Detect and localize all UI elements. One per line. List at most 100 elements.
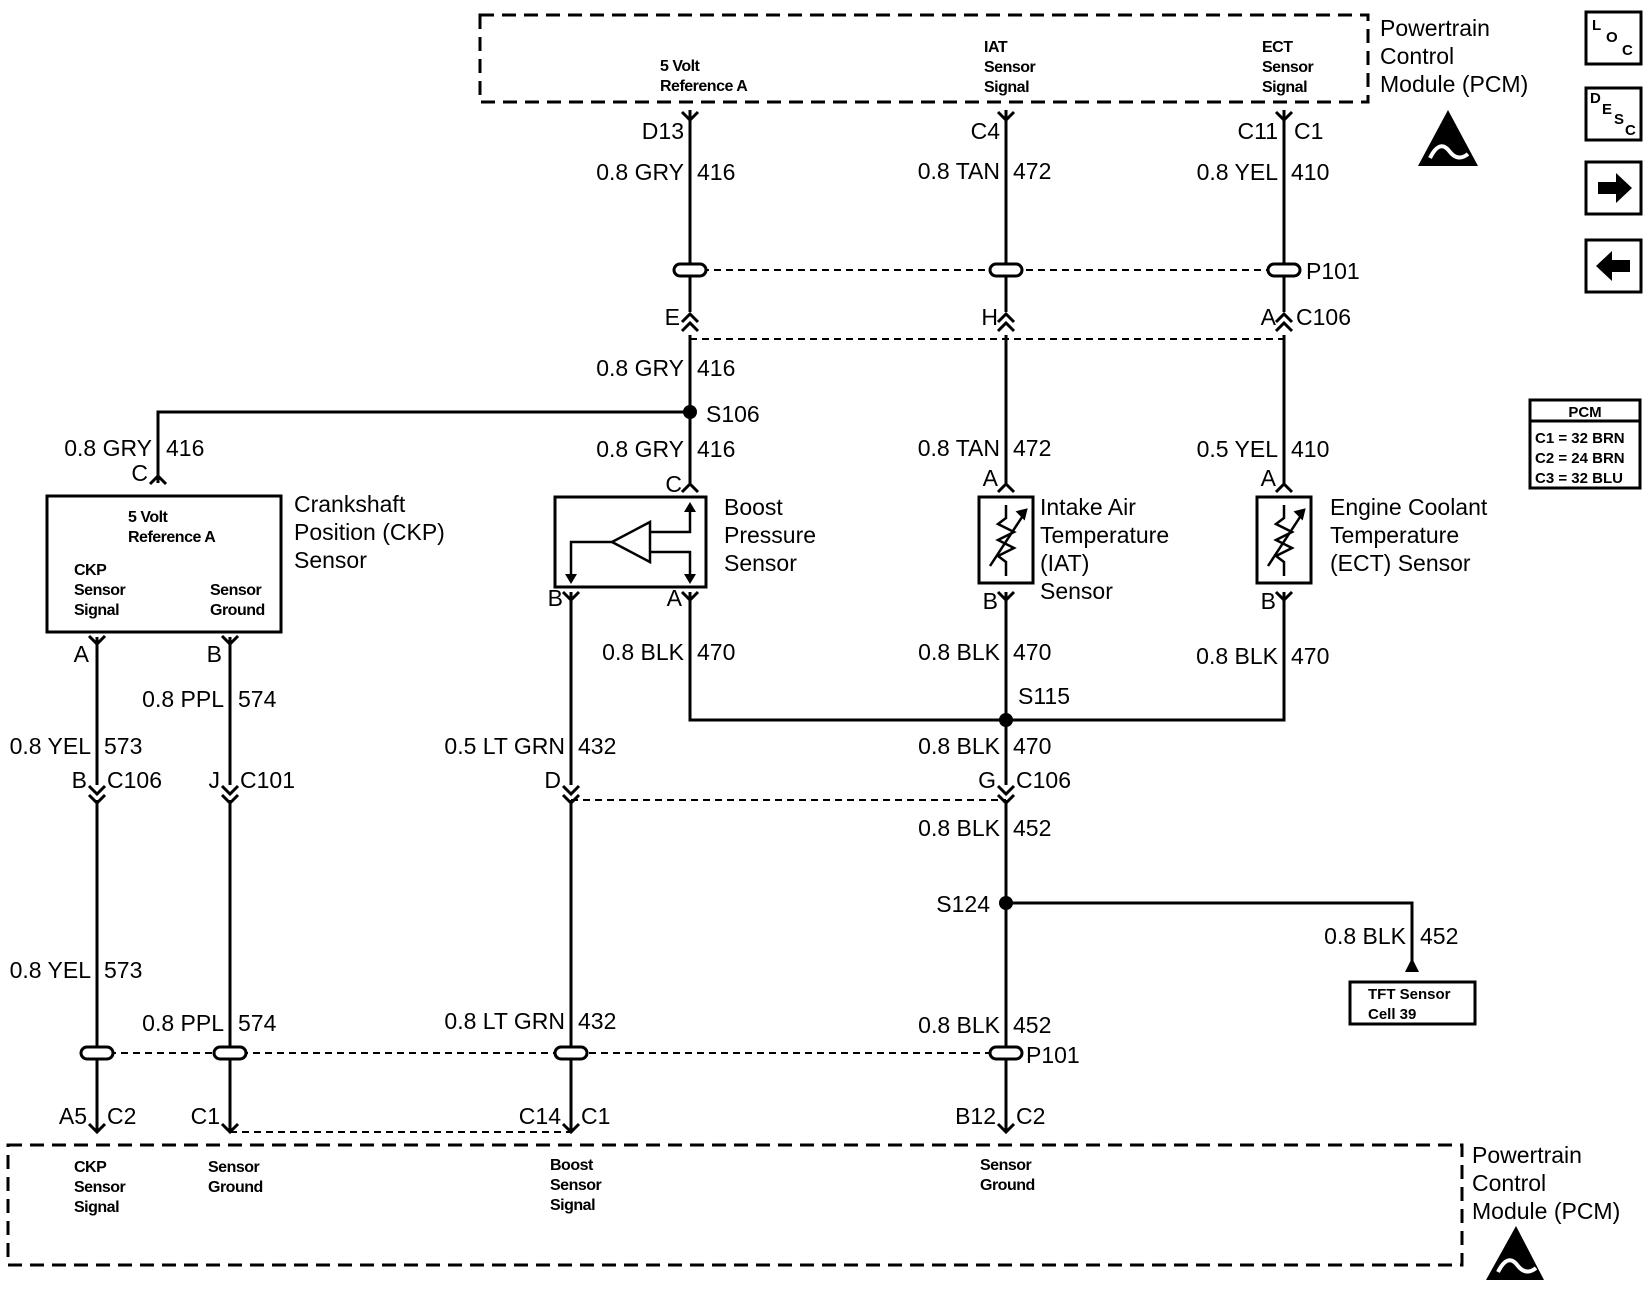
svg-text:Sensor: Sensor: [1040, 578, 1113, 604]
svg-text:5 Volt: 5 Volt: [660, 58, 701, 75]
tft-sensor-box: [1348, 980, 1477, 1026]
svg-text:Sensor: Sensor: [984, 59, 1036, 76]
p101-top-connectors: [672, 262, 1302, 278]
svg-text:Sensor: Sensor: [980, 1157, 1032, 1174]
svg-text:C3 = 32 BLU: C3 = 32 BLU: [1535, 470, 1623, 487]
svg-text:470: 470: [1013, 733, 1051, 759]
wire-452-tft-branch: [1006, 901, 1414, 962]
pcm-top-pin-ect: ECT Sensor Signal: [1262, 39, 1314, 96]
svg-text:Boost: Boost: [724, 494, 783, 520]
svg-text:Signal: Signal: [550, 1197, 595, 1214]
amplifier-icon: [569, 506, 692, 580]
svg-text:C11: C11: [1238, 118, 1279, 144]
svg-text:C2 = 24 BRN: C2 = 24 BRN: [1535, 450, 1625, 467]
back-arrow-button[interactable]: [1584, 238, 1643, 294]
svg-text:D: D: [1590, 90, 1601, 107]
svg-text:0.8 YEL: 0.8 YEL: [1197, 159, 1279, 185]
pcm-top-pin-iat: IAT Sensor Signal: [984, 39, 1036, 96]
svg-text:S: S: [1614, 111, 1624, 128]
svg-text:C2: C2: [107, 1103, 136, 1129]
svg-text:573: 573: [104, 957, 142, 983]
svg-text:Reference A: Reference A: [660, 78, 748, 95]
svg-text:C2: C2: [1016, 1103, 1045, 1129]
svg-text:C14: C14: [519, 1103, 561, 1129]
pcm-bottom-pin-ckp: CKP Sensor Signal: [74, 1159, 126, 1216]
svg-text:0.8 GRY: 0.8 GRY: [596, 159, 684, 185]
svg-text:416: 416: [697, 355, 735, 381]
svg-text:A: A: [74, 641, 90, 667]
pcm-bottom-box: [6, 1143, 1464, 1267]
svg-text:0.8 BLK: 0.8 BLK: [918, 815, 1000, 841]
svg-text:A: A: [667, 585, 683, 611]
pcm-top-pin-ref5v: 5 Volt Reference A: [660, 58, 749, 95]
svg-text:L: L: [1592, 17, 1601, 34]
svg-text:Intake Air: Intake Air: [1040, 494, 1136, 520]
s115-label: S115: [1018, 683, 1070, 709]
loc-button[interactable]: L O C: [1584, 10, 1643, 66]
svg-text:470: 470: [697, 639, 735, 665]
desc-button[interactable]: D E S C: [1584, 86, 1643, 142]
thermistor-icon: [1266, 505, 1306, 576]
thermistor-icon: [988, 505, 1028, 576]
svg-text:J: J: [209, 767, 221, 793]
pcm-bottom-pin-boost: Boost Sensor Signal: [550, 1157, 602, 1214]
c106-top-chevrons: [680, 311, 1294, 333]
svg-text:C106: C106: [1016, 767, 1071, 793]
svg-text:0.8 BLK: 0.8 BLK: [1196, 643, 1278, 669]
svg-text:Sensor: Sensor: [210, 582, 262, 599]
svg-text:B: B: [207, 641, 222, 667]
svg-text:Control: Control: [1380, 43, 1454, 69]
svg-text:Temperature: Temperature: [1330, 522, 1459, 548]
svg-text:410: 410: [1291, 436, 1329, 462]
svg-text:574: 574: [238, 1010, 277, 1036]
svg-text:Sensor: Sensor: [1262, 59, 1314, 76]
svg-text:0.8 PPL: 0.8 PPL: [142, 1010, 224, 1036]
svg-text:470: 470: [1291, 643, 1329, 669]
svg-text:0.8 YEL: 0.8 YEL: [10, 957, 92, 983]
svg-text:Control: Control: [1472, 1170, 1546, 1196]
svg-text:D13: D13: [642, 118, 684, 144]
p101-bottom-label: P101: [1026, 1042, 1080, 1068]
iat-sensor-name: Intake Air Temperature (IAT) Sensor: [1040, 494, 1169, 604]
svg-text:C: C: [665, 471, 682, 497]
wire-416-ckp-branch: [156, 410, 690, 483]
svg-text:A: A: [1261, 304, 1277, 330]
tft-arrow-icon: [1405, 958, 1419, 972]
tft-line-1: TFT Sensor: [1368, 986, 1451, 1003]
svg-text:0.8 BLK: 0.8 BLK: [602, 639, 684, 665]
ckp-sensor-name: Crankshaft Position (CKP) Sensor: [294, 491, 445, 573]
ckp-sensor-box: [45, 494, 283, 634]
svg-text:B: B: [983, 588, 998, 614]
esd-warning-icon: [1486, 1226, 1544, 1280]
svg-text:B12: B12: [955, 1103, 996, 1129]
svg-text:Sensor: Sensor: [208, 1159, 260, 1176]
pcm-bottom-pin-sg2: Sensor Ground: [980, 1157, 1035, 1194]
svg-text:0.8 BLK: 0.8 BLK: [918, 1012, 1000, 1038]
svg-text:C106: C106: [107, 767, 162, 793]
svg-text:A: A: [983, 465, 999, 491]
forward-arrow-button[interactable]: [1584, 160, 1643, 216]
svg-text:A5: A5: [59, 1103, 87, 1129]
pin-labels: D13 C4 C11 C1 E H A C106 C C A A B A B B…: [59, 118, 1351, 1129]
svg-text:472: 472: [1013, 435, 1051, 461]
svg-text:Ground: Ground: [210, 602, 265, 619]
svg-text:432: 432: [578, 1008, 616, 1034]
p101-bottom-connectors: [79, 1045, 1024, 1061]
svg-text:Position (CKP): Position (CKP): [294, 519, 445, 545]
svg-text:Ground: Ground: [208, 1179, 263, 1196]
svg-text:0.8 BLK: 0.8 BLK: [1324, 923, 1406, 949]
svg-text:E: E: [1602, 101, 1612, 118]
svg-text:0.8 YEL: 0.8 YEL: [10, 733, 92, 759]
svg-text:C101: C101: [240, 767, 295, 793]
svg-text:Engine Coolant: Engine Coolant: [1330, 494, 1488, 520]
svg-text:G: G: [978, 767, 996, 793]
svg-text:416: 416: [166, 435, 204, 461]
svg-text:IAT: IAT: [984, 39, 1008, 56]
svg-text:0.8 GRY: 0.8 GRY: [596, 436, 684, 462]
svg-text:ECT: ECT: [1262, 39, 1293, 56]
svg-text:Powertrain: Powertrain: [1380, 15, 1490, 41]
svg-text:0.8 GRY: 0.8 GRY: [64, 435, 152, 461]
svg-text:472: 472: [1013, 158, 1051, 184]
svg-text:432: 432: [578, 733, 616, 759]
svg-text:0.8 GRY: 0.8 GRY: [596, 355, 684, 381]
